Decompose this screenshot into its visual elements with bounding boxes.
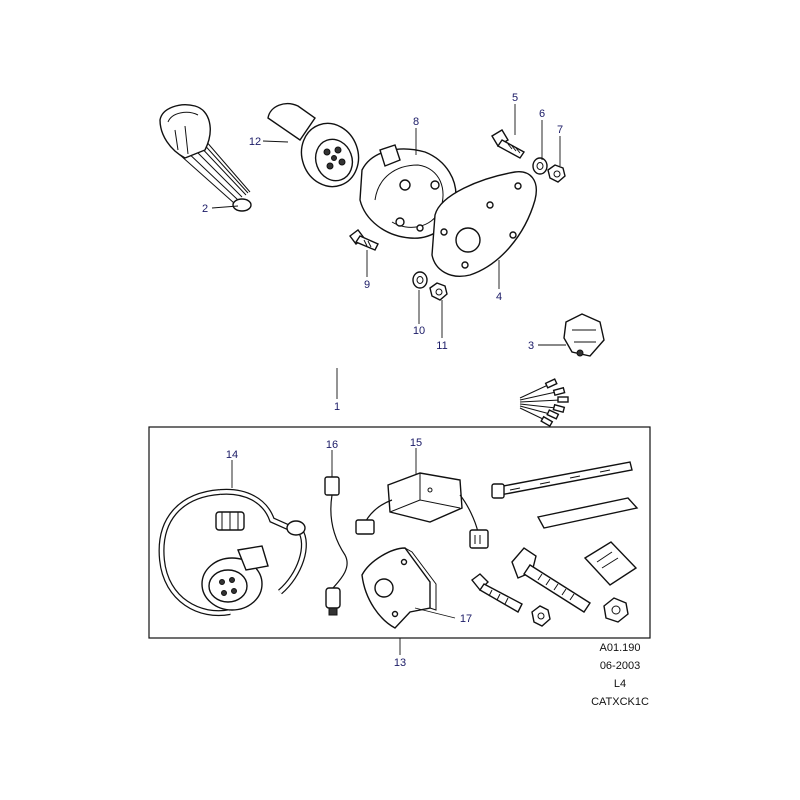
callout-labels: 1 2 3 4 5 6 7 8 9 10 11 12 13 14 15 16 1…	[202, 92, 563, 669]
leader-17	[414, 607, 456, 619]
mounting-plate	[431, 171, 537, 277]
callout-4: 4	[496, 291, 502, 303]
callout-13: 13	[394, 657, 406, 669]
cable-clip	[563, 313, 605, 357]
nut-11	[429, 282, 448, 301]
cable-tie	[491, 461, 633, 499]
adhesive-pad	[536, 497, 639, 529]
kit-frame	[148, 426, 651, 639]
screw-9	[349, 229, 379, 251]
grease-sachet	[583, 541, 638, 586]
callout-10: 10	[413, 325, 425, 337]
socket-housing	[359, 144, 457, 239]
callout-3: 3	[528, 340, 534, 352]
callout-16: 16	[326, 439, 338, 451]
control-module	[355, 472, 489, 549]
diagram-level: L4	[613, 678, 627, 690]
callout-5: 5	[512, 92, 518, 104]
callout-11: 11	[436, 340, 447, 352]
long-bolt	[511, 547, 591, 613]
washer-10	[412, 271, 428, 289]
loop-harness-kit	[158, 488, 307, 617]
callout-2: 2	[202, 203, 208, 215]
nut-7	[547, 164, 566, 183]
callout-6: 6	[539, 108, 545, 120]
diagram-date: 06-2003	[599, 660, 641, 672]
mounting-bracket	[361, 547, 437, 629]
callout-7: 7	[557, 124, 563, 136]
short-bolt	[471, 573, 523, 613]
callout-12: 12	[249, 136, 261, 148]
wiring-harness	[159, 104, 569, 428]
diagram-code: CATXCK1C	[591, 696, 649, 708]
large-nut	[603, 597, 629, 623]
bulb-lead	[324, 470, 348, 616]
bolt-5	[491, 129, 526, 159]
callout-8: 8	[413, 116, 419, 128]
callout-17: 17	[460, 613, 472, 625]
washer-6	[532, 157, 548, 175]
callout-14: 14	[226, 449, 238, 461]
small-nut	[531, 605, 551, 627]
callout-9: 9	[364, 279, 370, 291]
diagram-reference: A01.190	[599, 642, 641, 654]
callout-1: 1	[334, 401, 340, 413]
socket-connector	[267, 102, 360, 188]
leader-lines-upper	[211, 104, 566, 399]
callout-15: 15	[410, 437, 422, 449]
